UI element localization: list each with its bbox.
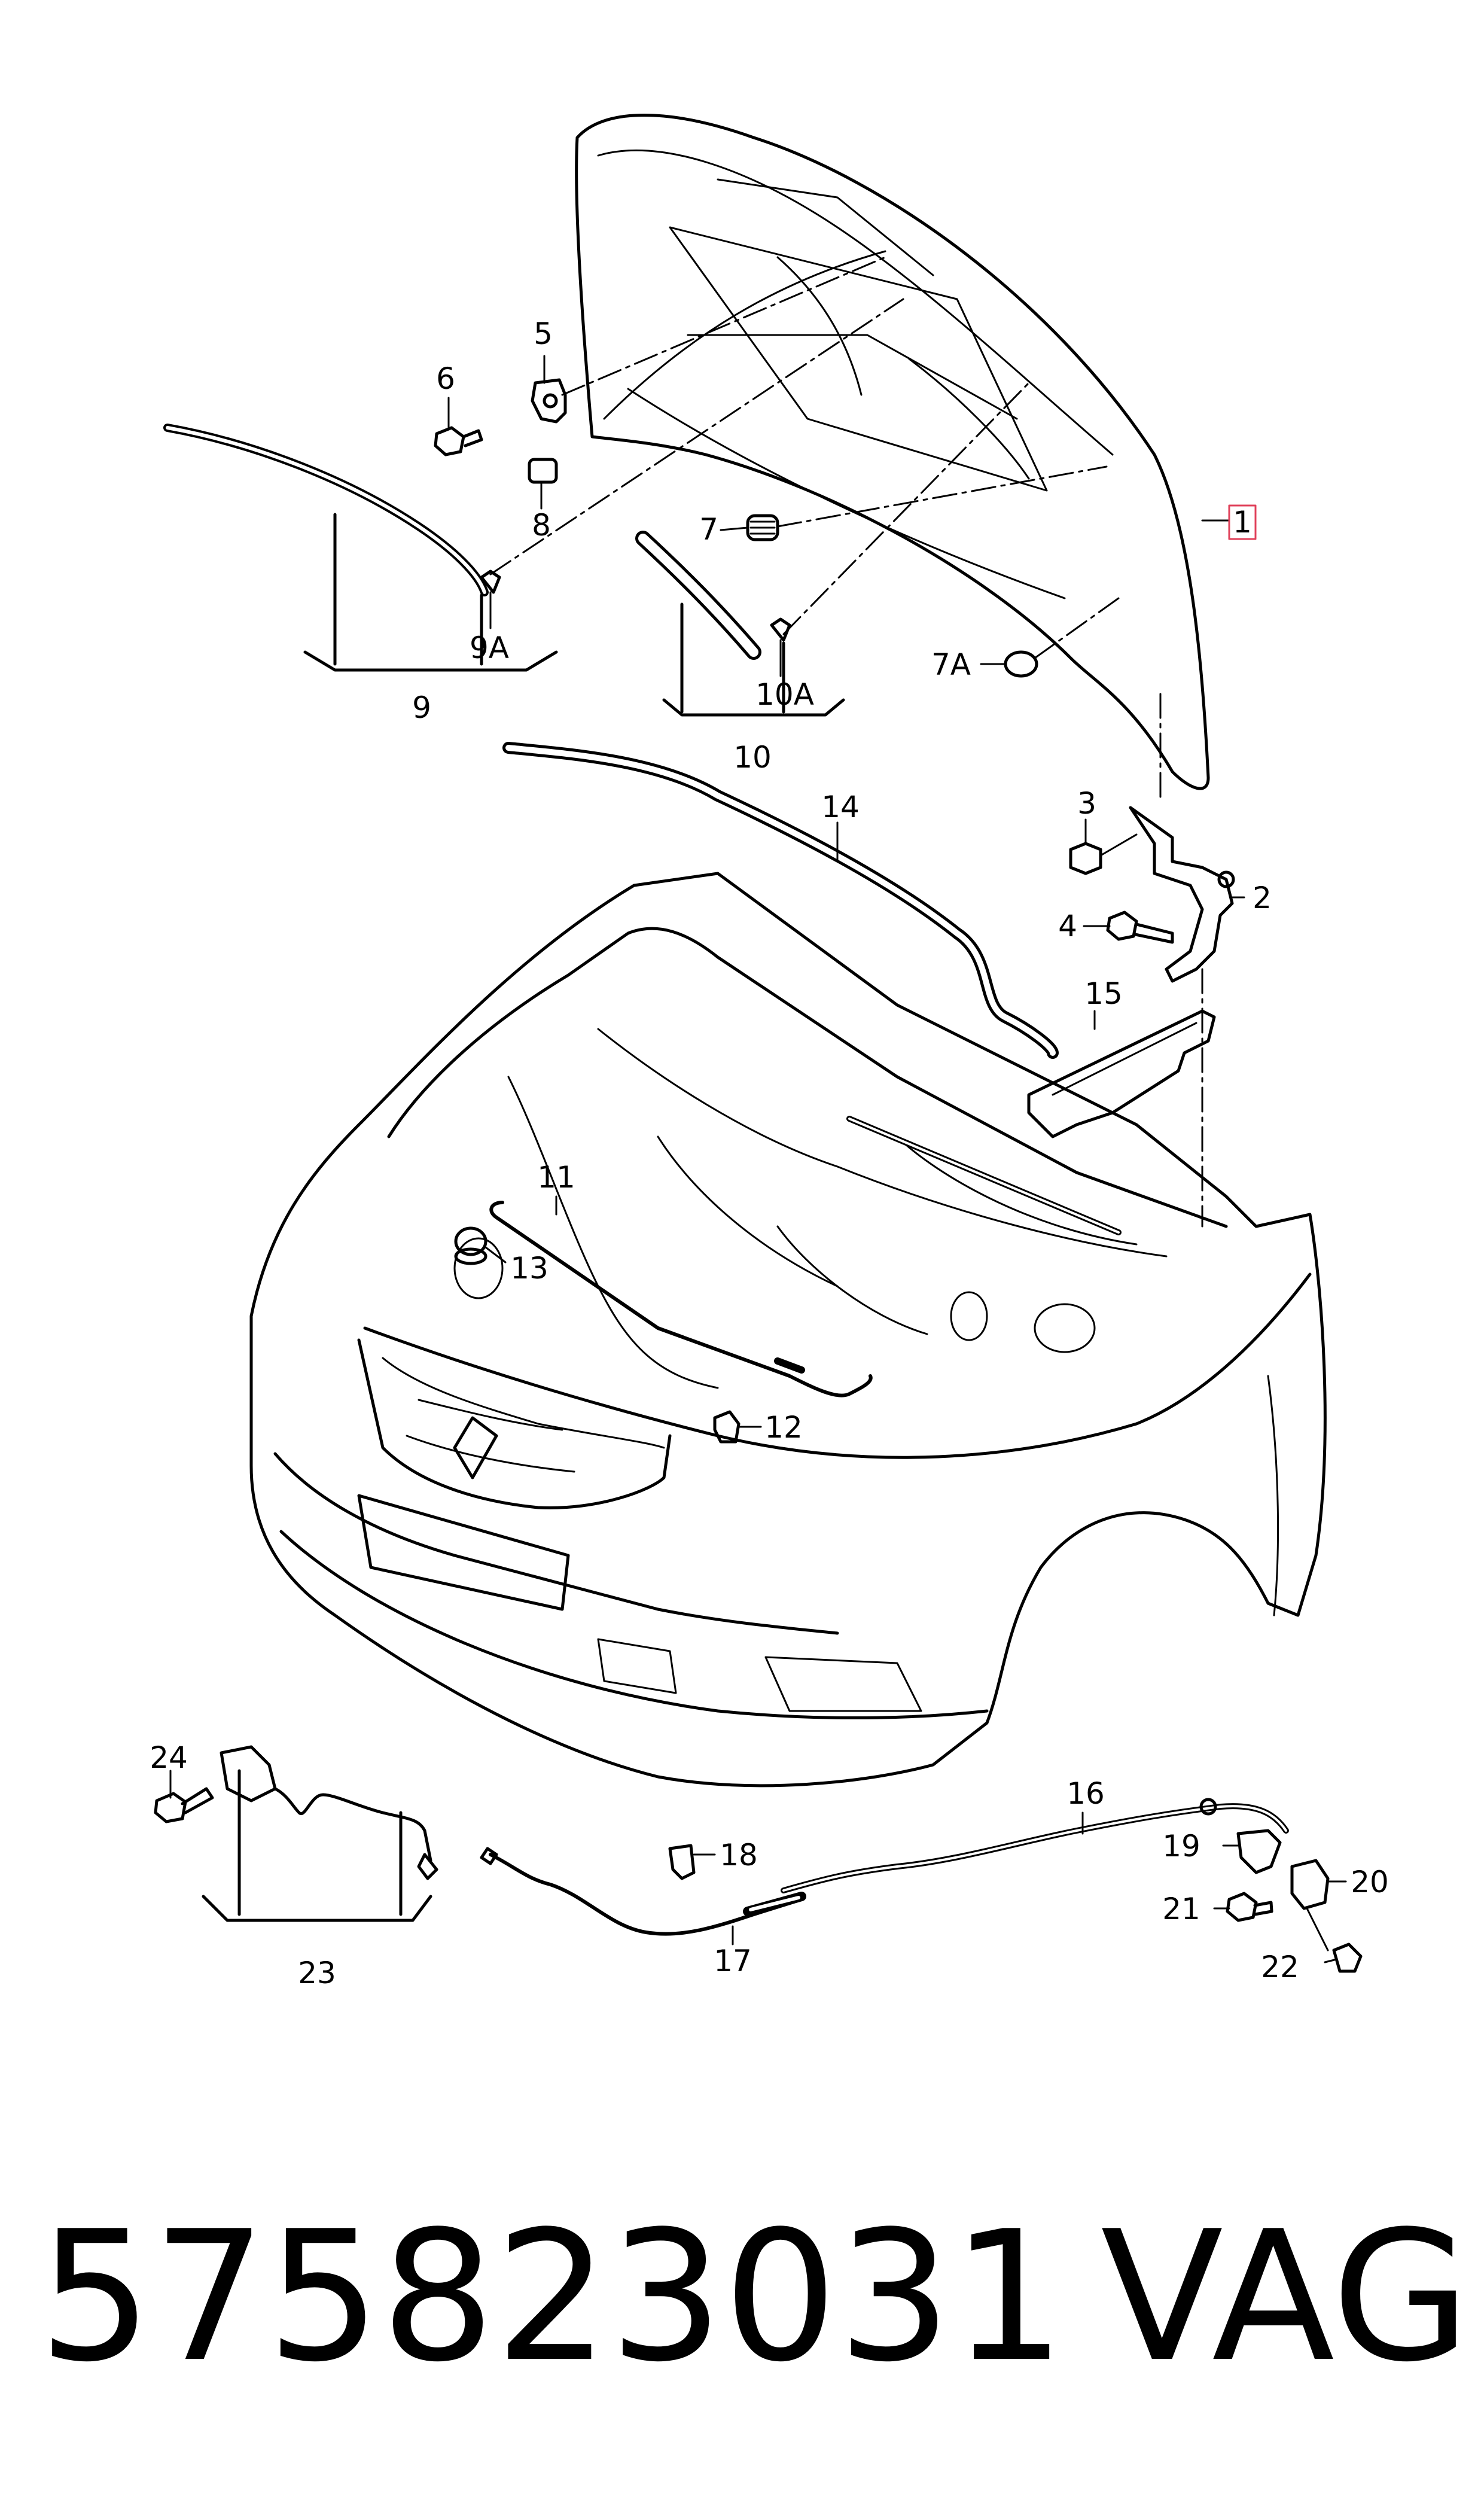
contact-switch-part-23 xyxy=(202,1745,438,1922)
holder-part-12 xyxy=(713,1410,741,1444)
callout-24: 24 xyxy=(150,1740,188,1775)
lever-part-19 xyxy=(1236,1829,1282,1874)
callout-21: 21 xyxy=(1162,1892,1200,1926)
callout-12: 12 xyxy=(764,1410,803,1445)
exploded-parts-diagram: 1 2 3 4 5 6 7 7A 8 9 9A 10 10A 11 12 13 … xyxy=(150,114,1389,1990)
seal-strip-part-10 xyxy=(635,531,845,717)
callout-16: 16 xyxy=(1066,1776,1105,1811)
leader-lines xyxy=(169,355,1347,1963)
brand-name: VAG xyxy=(1101,2193,1471,2401)
callout-15: 15 xyxy=(1084,976,1123,1011)
callout-23: 23 xyxy=(298,1956,336,1990)
callout-14: 14 xyxy=(821,790,860,824)
clip-part-22 xyxy=(1306,1907,1363,1973)
callout-10a: 10A xyxy=(755,677,814,712)
clip-part-18 xyxy=(668,1844,696,1880)
callout-1-highlight-box xyxy=(1228,504,1257,540)
striker-part-5 xyxy=(531,378,567,424)
bolt-part-4 xyxy=(1106,911,1174,944)
callout-18: 18 xyxy=(720,1838,758,1872)
buffer-part-8 xyxy=(528,458,558,484)
callout-10: 10 xyxy=(733,740,772,775)
callout-9: 9 xyxy=(412,690,431,725)
buffer-part-13 xyxy=(454,1226,487,1265)
assembly-guide-lines xyxy=(489,256,1203,1228)
nut-part-3 xyxy=(1069,833,1138,875)
release-cable-part-16 xyxy=(781,1798,1289,1893)
callout-11: 11 xyxy=(537,1160,575,1195)
callout-6: 6 xyxy=(436,361,455,396)
grommet-part-7a xyxy=(1004,650,1038,678)
callout-20: 20 xyxy=(1351,1865,1389,1899)
seal-part-14 xyxy=(502,742,1059,1059)
callout-17: 17 xyxy=(714,1944,752,1978)
holder-part-20 xyxy=(1290,1859,1330,1910)
bonnet-panel xyxy=(575,114,1210,790)
hood-hinge-part-2 xyxy=(1129,806,1235,983)
bolt-part-21 xyxy=(1226,1892,1273,1922)
callout-5: 5 xyxy=(534,316,553,351)
callout-13: 13 xyxy=(510,1251,548,1286)
callout-8: 8 xyxy=(532,508,551,543)
buffer-part-7 xyxy=(746,514,779,541)
callout-19: 19 xyxy=(1162,1829,1200,1864)
callout-7: 7 xyxy=(699,512,718,547)
callout-2: 2 xyxy=(1253,881,1272,915)
callout-3: 3 xyxy=(1077,786,1096,821)
seal-strip-part-9 xyxy=(163,424,558,672)
bolt-part-6 xyxy=(434,426,483,456)
callout-9a: 9A xyxy=(470,631,509,665)
release-cable-part-17 xyxy=(480,1847,806,1936)
callout-1: 1 xyxy=(1233,505,1252,540)
air-guide-part-15 xyxy=(1027,1009,1216,1138)
callout-22: 22 xyxy=(1261,1950,1299,1984)
callout-4: 4 xyxy=(1058,909,1077,943)
prop-rod-part-11 xyxy=(489,1201,873,1397)
part-number: 575823031 xyxy=(38,2193,1066,2401)
car-front-body xyxy=(249,872,1327,1788)
callout-7a: 7A xyxy=(931,647,971,682)
bolt-part-24 xyxy=(154,1787,214,1823)
